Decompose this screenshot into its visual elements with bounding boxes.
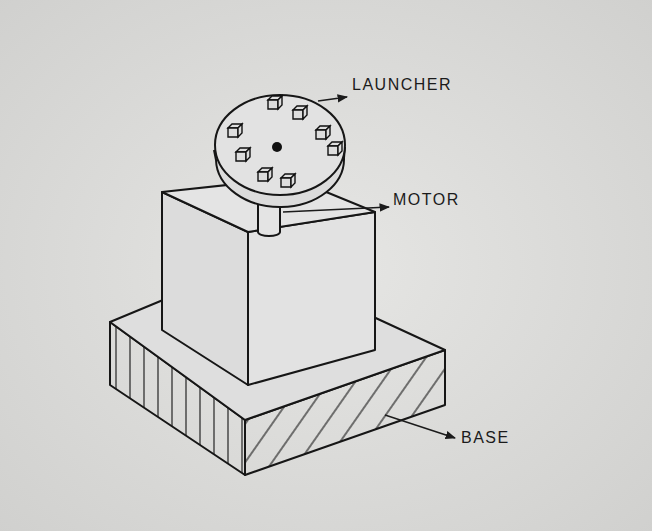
leader-lines <box>283 97 455 438</box>
leader-line <box>385 415 455 438</box>
part-label: LAUNCHER <box>352 77 452 93</box>
part-label: MOTOR <box>393 192 460 208</box>
disc-hub <box>272 142 282 152</box>
launcher-disc <box>215 95 345 195</box>
part-label: BASE <box>461 430 510 446</box>
launcher-tubes <box>228 96 342 187</box>
leader-line <box>283 207 389 212</box>
leader-line <box>318 97 347 101</box>
housing-front <box>248 212 375 385</box>
